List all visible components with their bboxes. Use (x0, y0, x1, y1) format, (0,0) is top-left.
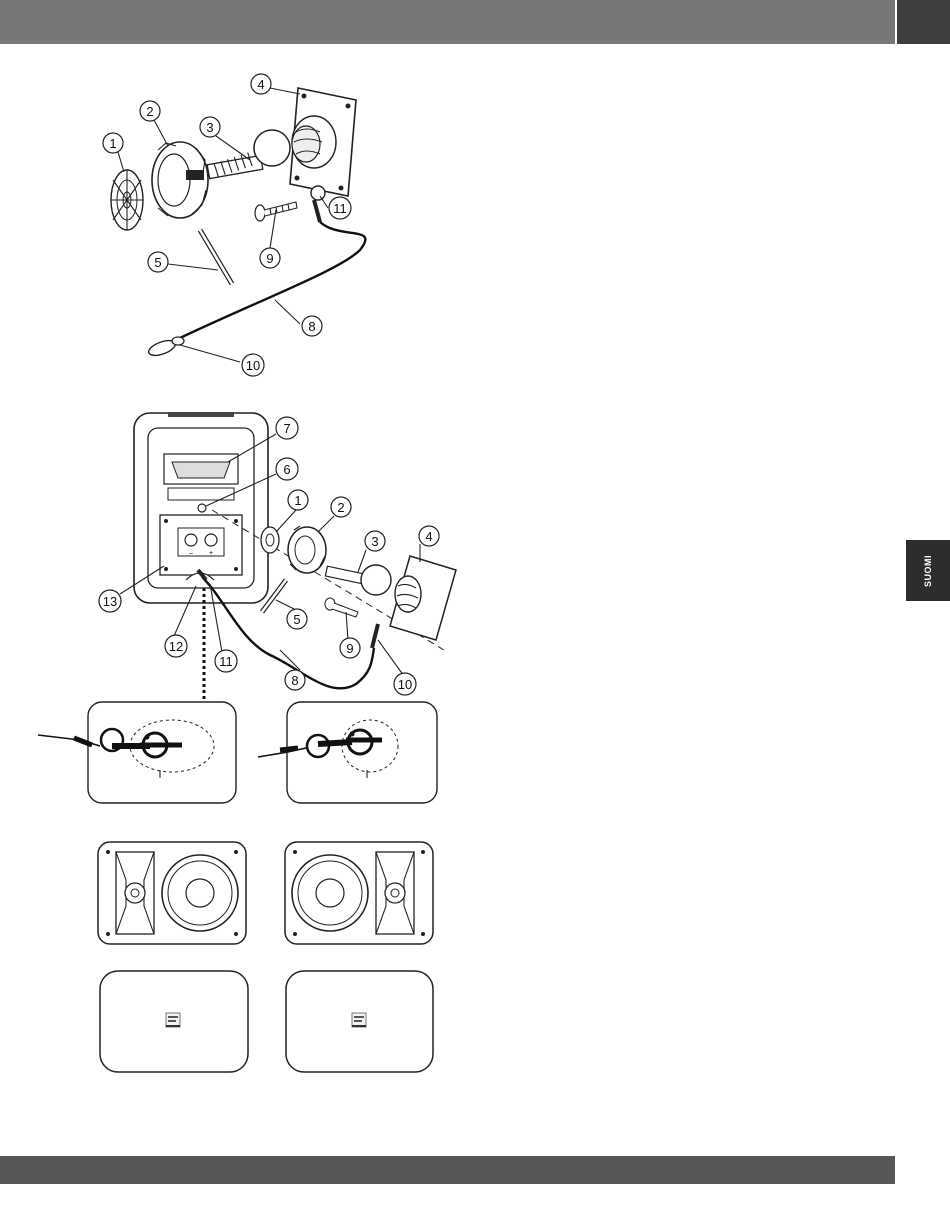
speaker-front-left (98, 842, 246, 944)
speaker-grille-left (100, 971, 248, 1072)
svg-text:4: 4 (257, 77, 264, 92)
callout-5b: 5 (287, 609, 307, 629)
svg-text:12: 12 (169, 639, 183, 654)
svg-text:3: 3 (371, 534, 378, 549)
svg-text:8: 8 (291, 673, 298, 688)
speaker-front-right (285, 842, 433, 944)
callout-1b: 1 (288, 490, 308, 510)
speaker-grille-right (286, 971, 433, 1072)
callout-12: 12 (165, 635, 187, 657)
svg-text:4: 4 (425, 529, 432, 544)
brand-logo-badge (352, 1013, 366, 1027)
svg-text:7: 7 (283, 421, 290, 436)
knurled-nut (152, 142, 208, 218)
ring-terminal (314, 200, 320, 222)
svg-text:9: 9 (346, 641, 353, 656)
svg-text:6: 6 (283, 462, 290, 477)
callout-3: 3 (200, 117, 220, 137)
svg-text:10: 10 (398, 677, 412, 692)
callout-10b: 11 (215, 650, 237, 672)
terminal-minus-label: – (189, 550, 193, 557)
callout-1: 1 (103, 133, 123, 153)
terminal-positive (205, 534, 217, 546)
clip-detail-left (38, 702, 236, 803)
callout-11: 11 (329, 197, 351, 219)
svg-text:2: 2 (146, 104, 153, 119)
svg-text:5: 5 (293, 612, 300, 627)
svg-text:5: 5 (154, 255, 161, 270)
cable-clip (147, 337, 184, 358)
callout-2b: 2 (331, 497, 351, 517)
callout-3b: 3 (365, 531, 385, 551)
svg-text:3: 3 (206, 120, 213, 135)
callout-10: 10 (242, 354, 264, 376)
svg-text:10: 10 (246, 358, 260, 373)
wall-plate (290, 88, 356, 196)
speaker-rear-figure: – + (99, 412, 456, 706)
callout-2: 2 (140, 101, 160, 121)
svg-text:1: 1 (109, 136, 116, 151)
exploded-mount-figure: 1 2 3 4 5 9 11 8 10 (103, 74, 365, 376)
svg-text:1: 1 (294, 493, 301, 508)
serrated-washer (111, 170, 143, 230)
clip-detail-right (258, 702, 437, 803)
terminal-plus-label: + (209, 550, 213, 557)
callout-9: 9 (260, 248, 280, 268)
callout-13: 13 (99, 590, 121, 612)
svg-text:13: 13 (103, 594, 117, 609)
callout-7: 7 (276, 417, 298, 439)
svg-text:2: 2 (337, 500, 344, 515)
terminal-negative (185, 534, 197, 546)
brand-logo-badge (166, 1013, 180, 1027)
svg-text:8: 8 (308, 319, 315, 334)
svg-text:9: 9 (266, 251, 273, 266)
callout-8: 8 (302, 316, 322, 336)
callout-6: 6 (276, 458, 298, 480)
callout-9b: 9 (340, 638, 360, 658)
callout-11b: 10 (394, 673, 416, 695)
ball-stud (207, 130, 290, 179)
svg-text:11: 11 (333, 201, 347, 216)
callout-5: 5 (148, 252, 168, 272)
callout-8b: 8 (285, 670, 305, 690)
callout-4: 4 (251, 74, 271, 94)
svg-text:11: 11 (219, 654, 233, 669)
callout-4b: 4 (419, 526, 439, 546)
